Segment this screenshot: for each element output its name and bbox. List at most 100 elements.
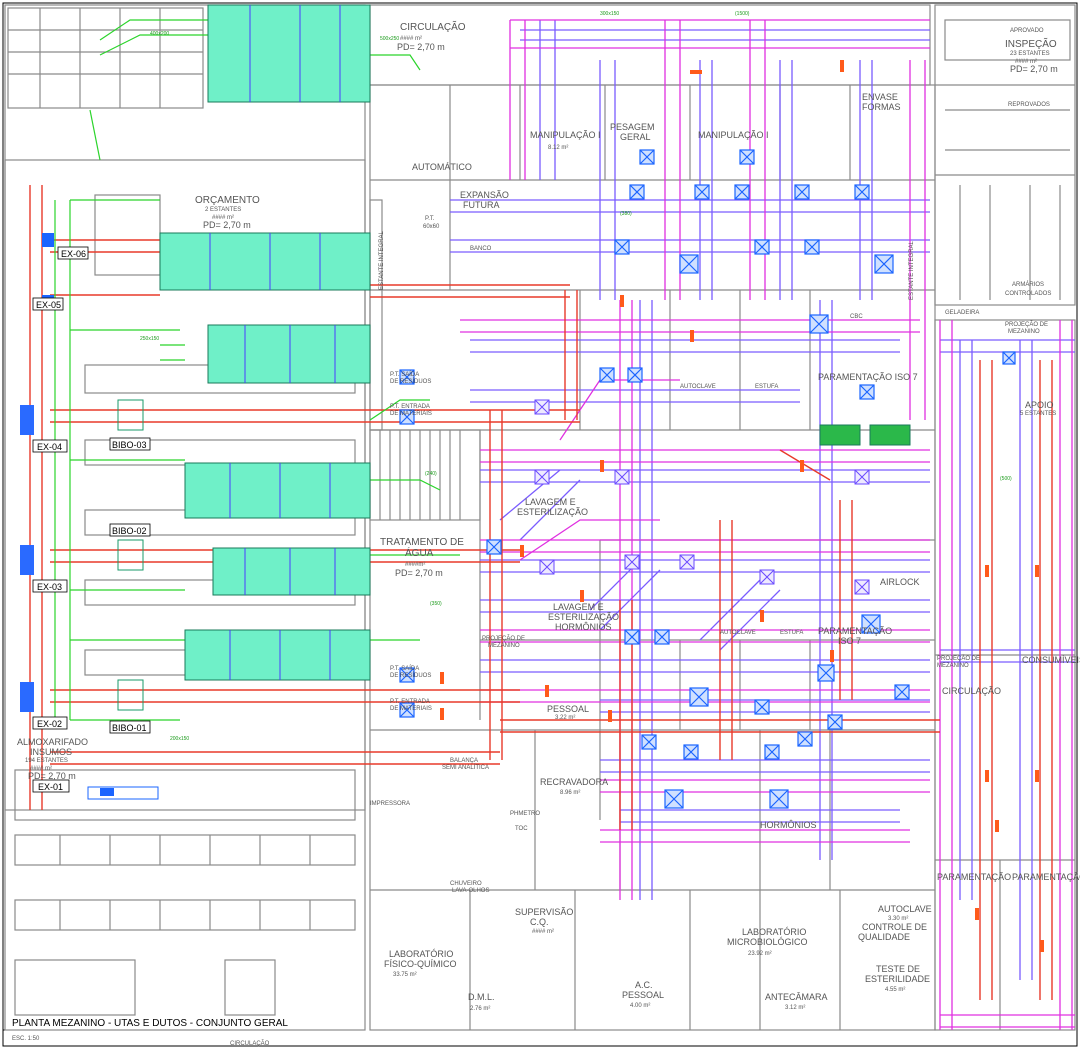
room-sub: 2 ESTANTES — [205, 207, 241, 213]
room-supervisao-2: C.Q. — [530, 917, 549, 927]
tag-bibo-01[interactable]: BIBO-01 — [112, 723, 147, 733]
room-pt-saida-b2: DE RESÍDUOS — [390, 672, 431, 679]
room-inspecao: INSPEÇÃO — [1005, 37, 1057, 50]
ahu-unit[interactable] — [184, 629, 371, 681]
room-balanca: BALANÇA — [450, 758, 478, 764]
room-lavagem-1b: ESTERILIZAÇÃO — [517, 507, 588, 517]
room-area: #### m² — [532, 929, 554, 935]
room-lab-micro-2: MICROBIOLÓGICO — [727, 937, 808, 947]
duct-label: (350) — [430, 601, 442, 607]
room-area: #### m² — [1015, 59, 1037, 65]
room-recravadora: RECRAVADORA — [540, 777, 608, 787]
room-paramentacao-iso7: PARAMENTAÇÃO ISO 7 — [818, 372, 918, 382]
tag-ex-02[interactable]: EX-02 — [37, 719, 62, 729]
return-grilles — [534, 399, 870, 595]
room-gbc: CBC — [850, 314, 863, 320]
room-pd: PD= 2,70 m — [203, 220, 251, 230]
room-pt-entrada: P.T. ENTRADA — [390, 404, 430, 410]
ahu-unit[interactable] — [184, 462, 371, 519]
room-pd: PD= 2,70 m — [1010, 64, 1058, 74]
room-expansao: EXPANSÃO — [460, 190, 509, 200]
room-area: 4.00 m² — [630, 1003, 650, 1009]
duct-size-tags: 400x200 500x250 300x150 (1500) (380) 250… — [140, 11, 1012, 742]
tag-ex-03[interactable]: EX-03 — [37, 582, 62, 592]
duct-label: 500x250 — [380, 36, 399, 42]
room-pd: PD= 2,70 m — [397, 42, 445, 52]
room-labels: CIRCULAÇÃO #### m² PD= 2,70 m INSPEÇÃO 2… — [17, 20, 1080, 1047]
room-area: 8.96 m² — [560, 790, 580, 796]
room-aprovado: APROVADO — [1010, 28, 1044, 34]
room-phmetro: PHMETRO — [510, 811, 540, 817]
tag-ex-01[interactable]: EX-01 — [38, 782, 63, 792]
room-expansao-2: FUTURA — [463, 200, 500, 210]
room-chuveiro: CHUVEIRO — [450, 881, 482, 887]
room-armarios-2: CONTROLADOS — [1005, 291, 1051, 297]
room-pt-saida-2: DE RESÍDUOS — [390, 378, 431, 385]
vertical-estante-integral-2: ESTANTE INTEGRAL — [909, 240, 915, 300]
tag-ex-04[interactable]: EX-04 — [37, 442, 62, 452]
room-lavagem-2: LAVAGEM E — [553, 602, 604, 612]
room-area: 4.55 m² — [885, 987, 905, 993]
room-area: 3.12 m² — [785, 1005, 805, 1011]
duct-label: (500) — [1000, 476, 1012, 482]
room-controle: CONTROLE DE — [862, 922, 927, 932]
room-pd: PD= 2,70 m — [28, 771, 76, 781]
room-area: 3.22 m² — [555, 715, 575, 721]
room-autoclave-2: AUTOCLAVE — [720, 630, 756, 636]
tag-bibo-03[interactable]: BIBO-03 — [112, 440, 147, 450]
room-area: #### m² — [212, 215, 234, 221]
room-circulacao-top: CIRCULAÇÃO — [400, 20, 466, 33]
room-area: 2.76 m² — [470, 1006, 490, 1012]
room-autoclave-3: AUTOCLAVE — [878, 904, 932, 914]
air-handling-units — [117, 4, 911, 711]
room-tratamento-2: ÁGUA — [405, 546, 434, 559]
room-sub: 194 ESTANTES — [25, 758, 68, 764]
room-reprovados: REPROVADOS — [1008, 102, 1050, 108]
room-consumiveis: CONSUMÍVEIS — [1022, 655, 1080, 665]
room-manipulacao-2: MANIPULAÇÃO I — [698, 130, 769, 140]
room-pesagem: PESAGEM — [610, 122, 655, 132]
room-tratamento: TRATAMENTO DE — [380, 537, 464, 548]
room-apoio: APOIO — [1025, 400, 1054, 410]
room-controle-2: QUALIDADE — [858, 932, 910, 942]
ahu-unit[interactable] — [212, 547, 371, 596]
fan-icon[interactable] — [20, 682, 34, 712]
fan-icon[interactable] — [42, 233, 54, 247]
room-circulacao-2: CIRCULAÇÃO — [942, 686, 1001, 696]
room-manipulacao-1: MANIPULAÇÃO I — [530, 130, 601, 140]
room-pt-entrada-2: DE MATERIAIS — [390, 411, 432, 417]
drawing-scale: ESC. 1:50 — [12, 1036, 40, 1042]
room-toc: TOC — [515, 826, 528, 832]
room-area: 8.12 m² — [548, 145, 568, 151]
room-circulacao-bottom: CIRCULAÇÃO — [230, 1040, 270, 1047]
room-projecao-mez: PROJEÇÃO DE — [1005, 321, 1048, 328]
ahu-unit[interactable] — [207, 4, 371, 103]
room-estufa: ESTUFA — [755, 384, 778, 390]
room-armarios: ARMÁRIOS — [1012, 281, 1044, 288]
room-envase-2: FORMAS — [862, 102, 901, 112]
room-area: #### m² — [30, 766, 52, 772]
ahu-unit[interactable] — [207, 324, 371, 384]
room-pessoal: PESSOAL — [547, 704, 589, 714]
duct-label: 400x200 — [150, 31, 169, 37]
room-projecao-mez-3b: MEZANINO — [937, 663, 969, 669]
room-lavagem-1: LAVAGEM E — [525, 497, 576, 507]
fan-icon[interactable] — [100, 788, 114, 796]
ahu-unit[interactable] — [159, 232, 371, 291]
room-sub: 23 ESTANTES — [1010, 51, 1050, 57]
exhaust-fans — [20, 233, 159, 800]
tag-ex-06[interactable]: EX-06 — [61, 249, 86, 259]
exhaust-duct-layer — [29, 185, 1053, 1000]
fan-icon[interactable] — [20, 405, 34, 435]
room-projecao-mez-3: PROJEÇÃO DE — [937, 655, 980, 662]
diffusers-layer — [399, 149, 1016, 809]
tag-bibo-02[interactable]: BIBO-02 — [112, 526, 147, 536]
vertical-estante-integral: ESTANTE INTEGRAL — [379, 230, 385, 290]
tag-ex-05[interactable]: EX-05 — [36, 300, 61, 310]
room-balanca-2: SEMI ANALÍTICA — [442, 764, 489, 771]
room-area: #### m² — [400, 36, 422, 42]
fan-icon[interactable] — [20, 545, 34, 575]
room-ac-pessoal-2: PESSOAL — [622, 990, 664, 1000]
room-lab-micro: LABORATÓRIO — [742, 927, 806, 937]
room-pt-entrada-b: P.T. ENTRADA — [390, 699, 430, 705]
